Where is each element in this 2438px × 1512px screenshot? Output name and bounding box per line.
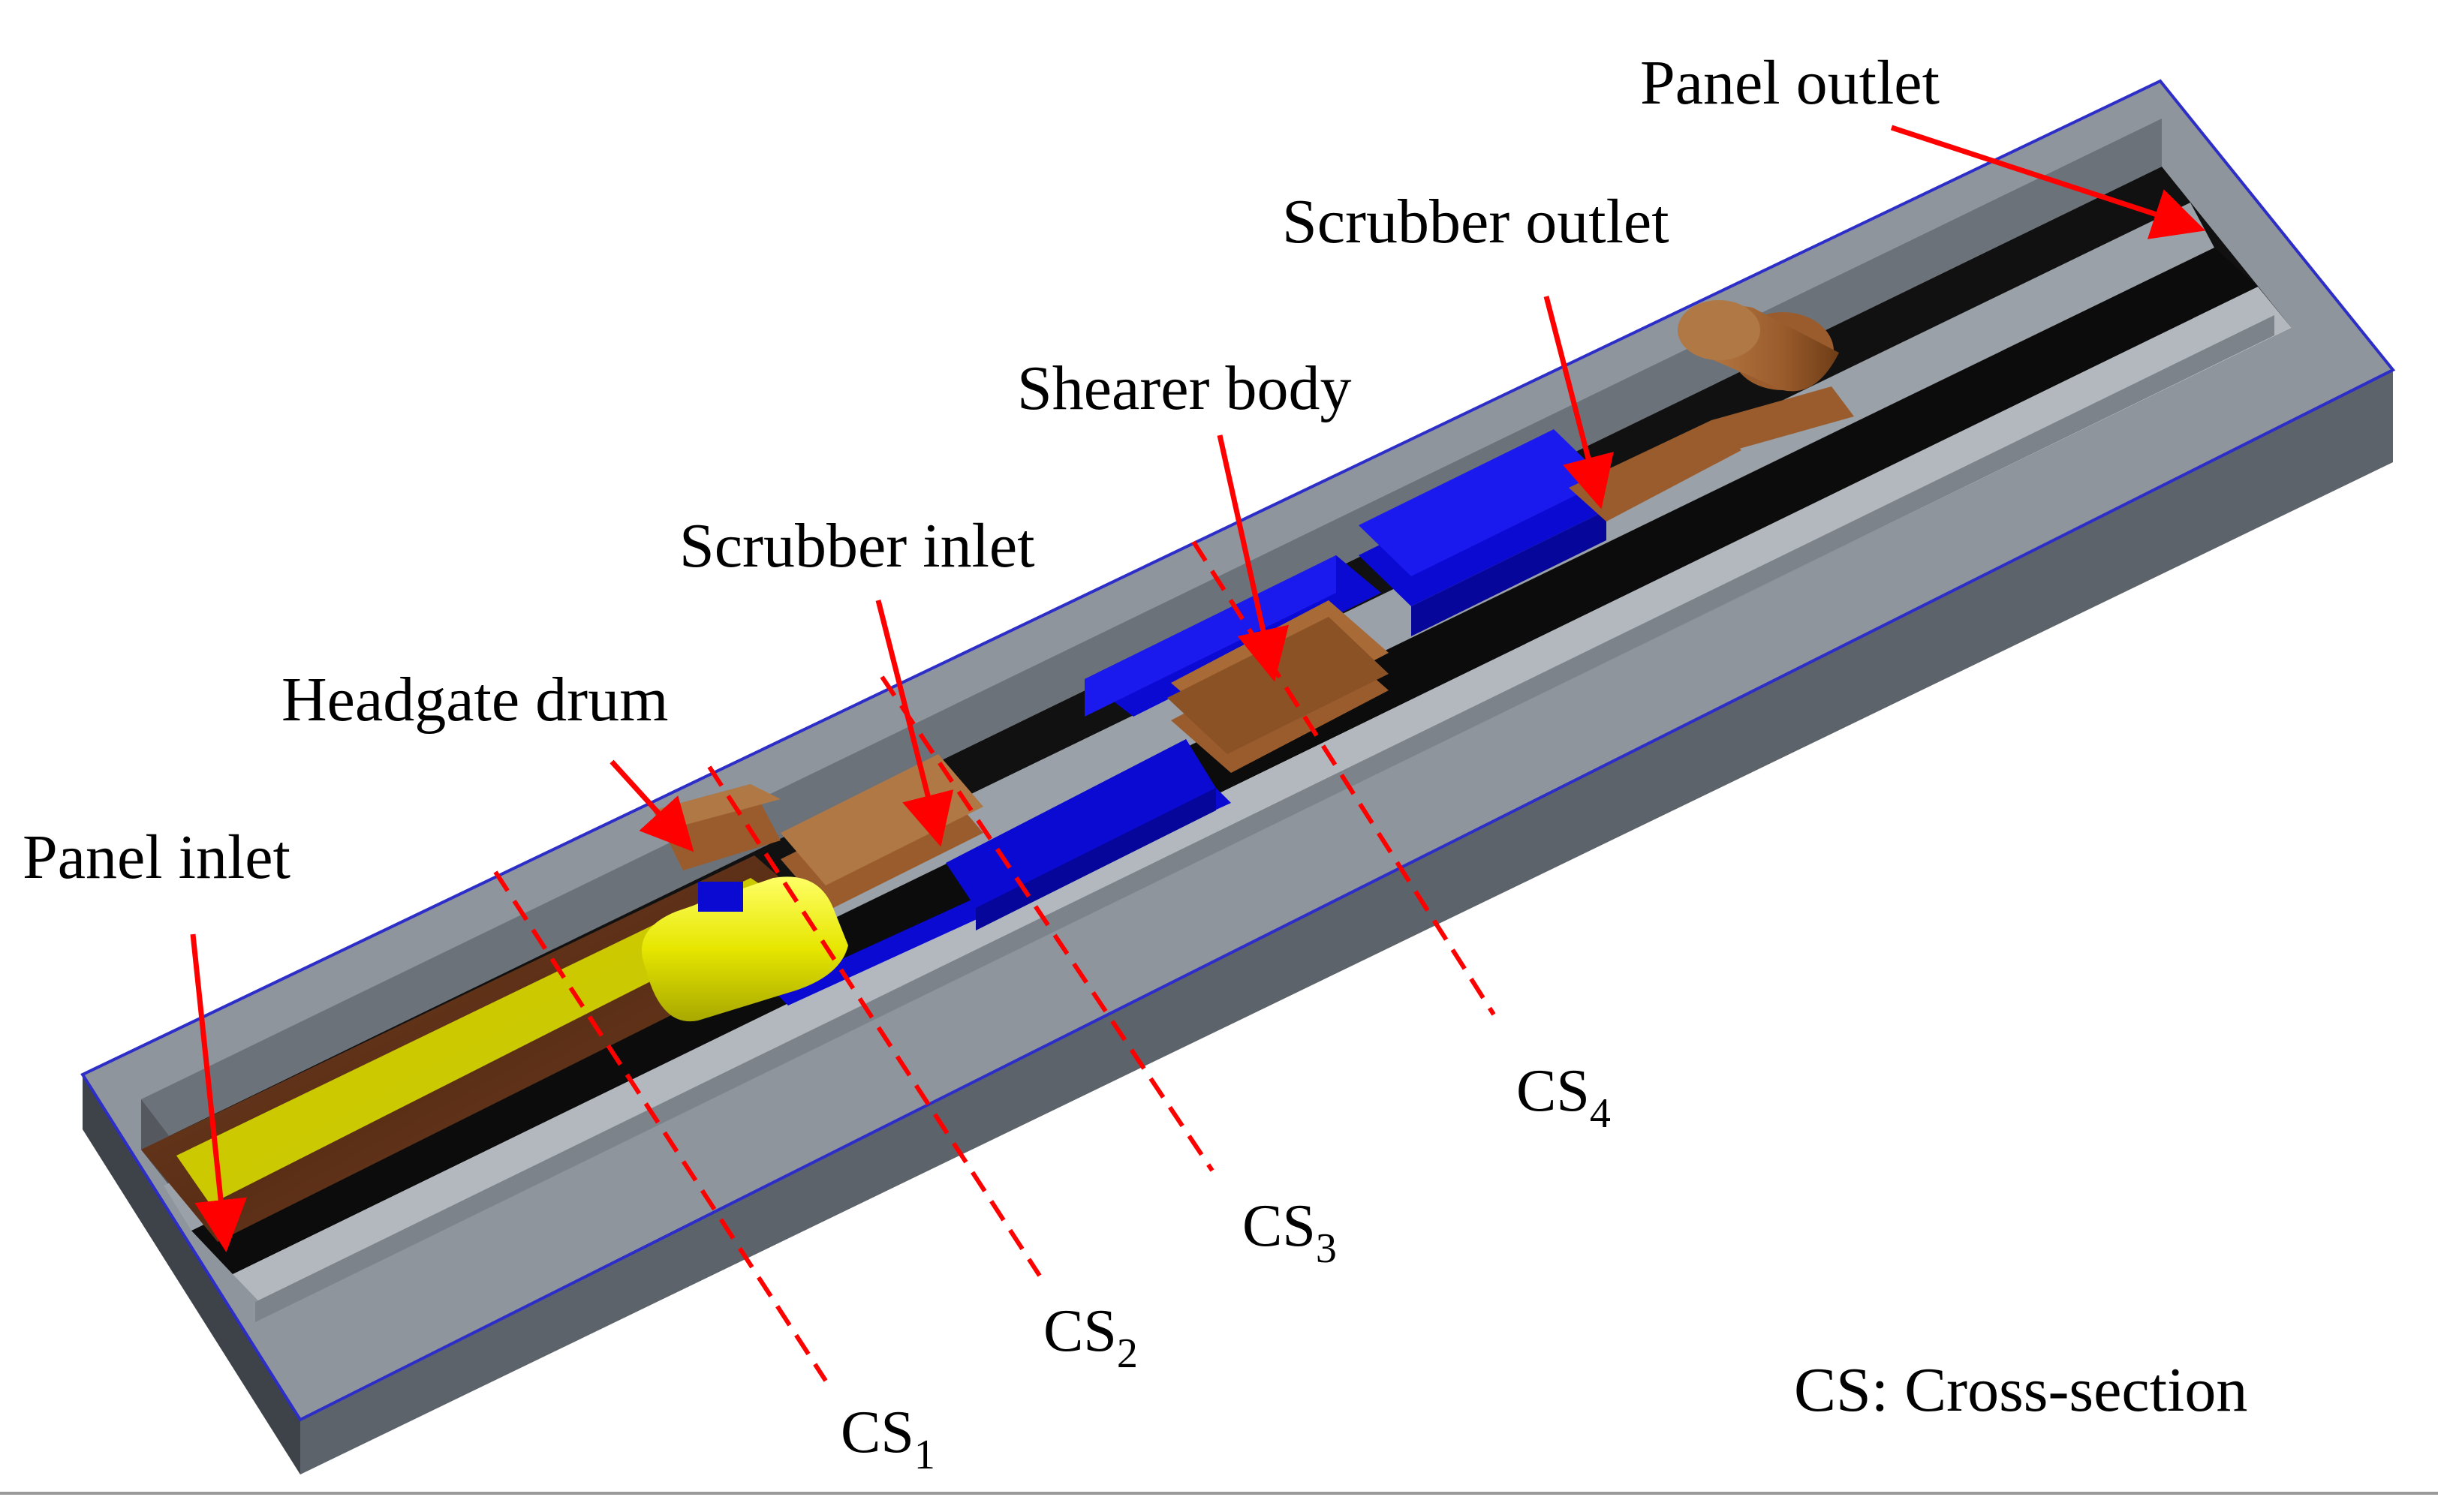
cs3-line bbox=[880, 675, 1214, 1172]
conveyor-rail-top bbox=[233, 287, 2292, 1313]
cs4-line bbox=[1191, 540, 1496, 1016]
tailgate-drum-end bbox=[1678, 300, 1760, 360]
cs2-line bbox=[707, 765, 1042, 1277]
cs1-base: CS bbox=[841, 1399, 914, 1465]
cs1-sub: 1 bbox=[914, 1432, 935, 1478]
shearer-main-body bbox=[1167, 617, 1389, 754]
shearer-blue-section-1-front bbox=[976, 788, 1216, 930]
headgate-drum-label: Headgate drum bbox=[281, 665, 668, 735]
cs2-base: CS bbox=[1043, 1298, 1117, 1364]
drum-bracket bbox=[698, 882, 743, 912]
annotation-arrows bbox=[190, 125, 2206, 1252]
cs1-line bbox=[493, 870, 828, 1382]
cs2-sub: 2 bbox=[1117, 1330, 1138, 1377]
frame-front-face bbox=[83, 1075, 300, 1474]
scrubber-inlet-top bbox=[781, 754, 983, 885]
panel-inlet-label: Panel inlet bbox=[23, 822, 290, 892]
shearer bbox=[642, 300, 1854, 1022]
cross-section-lines bbox=[493, 540, 1496, 1382]
legend-cross-section: CS: Cross-section bbox=[1794, 1355, 2247, 1425]
panel-inlet-arrow bbox=[190, 933, 247, 1252]
inlet-yellow-zone bbox=[176, 878, 796, 1204]
shearer-blue-section-3-top bbox=[1359, 429, 1606, 576]
shearer-blue-section-3-front bbox=[1411, 510, 1606, 636]
frame-front-long-face bbox=[300, 370, 2393, 1474]
cs2-label: CS2 bbox=[1043, 1298, 1138, 1377]
scrubber-outlet-label: Scrubber outlet bbox=[1282, 187, 1669, 257]
cs1-label: CS1 bbox=[841, 1399, 935, 1478]
shearer-blue-section-2-top bbox=[1085, 555, 1336, 717]
conveyor-rail-front bbox=[255, 315, 2274, 1322]
cs4-label: CS4 bbox=[1516, 1058, 1611, 1137]
cs4-sub: 4 bbox=[1590, 1090, 1611, 1137]
cs4-base: CS bbox=[1516, 1058, 1590, 1124]
headgate-drum bbox=[642, 876, 848, 1022]
shearer-body-label: Shearer body bbox=[1017, 353, 1352, 423]
scrubber-inlet-label: Scrubber inlet bbox=[679, 511, 1035, 581]
cs3-base: CS bbox=[1242, 1193, 1316, 1259]
panel-outlet-label: Panel outlet bbox=[1640, 48, 1940, 118]
panel-outlet-arrow bbox=[1890, 125, 2206, 239]
headgate-drum-arrow bbox=[610, 759, 694, 852]
shearer-blue-section-1 bbox=[946, 739, 1216, 908]
shearer-body-arrow bbox=[1217, 434, 1290, 682]
cs3-label: CS3 bbox=[1242, 1193, 1337, 1272]
cs3-sub: 3 bbox=[1316, 1225, 1337, 1272]
cavity-back-wall bbox=[141, 119, 2162, 1150]
scrubber-inlet-arrow bbox=[875, 600, 954, 847]
ranging-arm bbox=[1711, 386, 1854, 450]
scrubber-outlet-arrow bbox=[1543, 296, 1614, 510]
